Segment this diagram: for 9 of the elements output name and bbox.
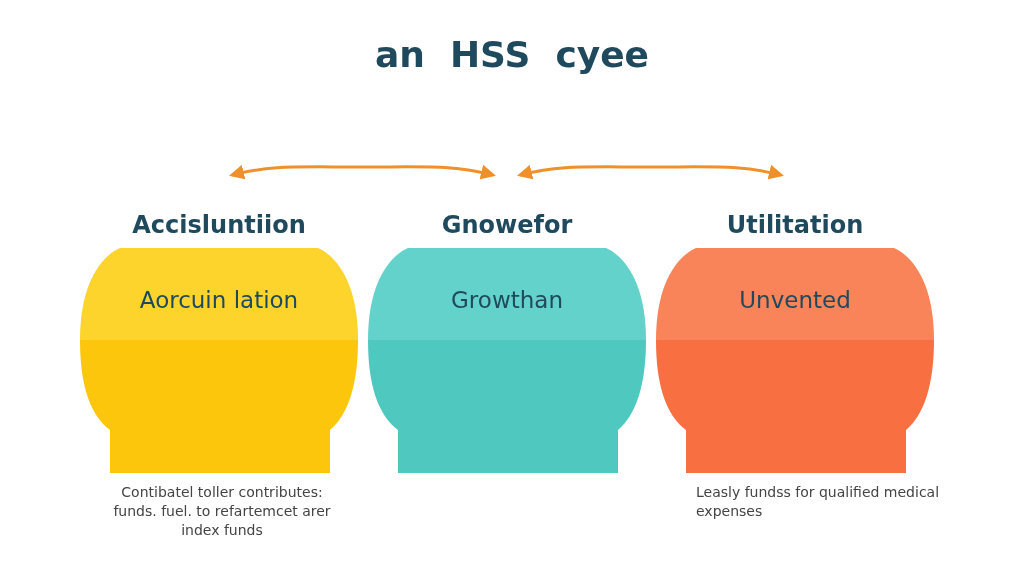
description: Contibatel toller contributes: funds. fuel. to refartemcet arer index funds <box>112 483 332 540</box>
heading: Accisluntiion <box>131 211 307 239</box>
heading: Gnowefor <box>440 211 574 239</box>
jar-label: Unvented <box>738 287 852 313</box>
jar-label: Aorcuin lation <box>138 287 300 313</box>
description: Leasly fundss for qualified medical expenses <box>696 483 941 521</box>
jar-label: Growthan <box>450 287 564 313</box>
heading: Utilitation <box>725 211 865 239</box>
title: an HSS cyee <box>373 34 651 75</box>
